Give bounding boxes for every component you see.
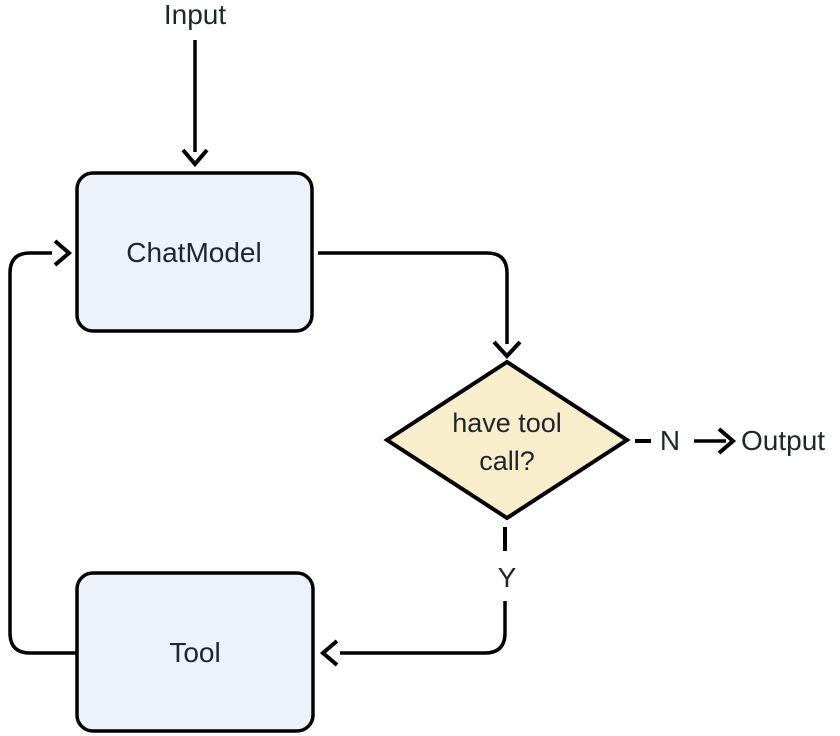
edge-tool-to-chatmodel bbox=[8, 251, 76, 655]
input-label: Input bbox=[164, 0, 226, 30]
decision-label-line2: call? bbox=[479, 446, 535, 476]
decision-label-line1: have tool bbox=[452, 408, 562, 438]
edge-yes-label: Y bbox=[498, 562, 517, 593]
tool-label: Tool bbox=[169, 637, 220, 668]
edge-no-label: N bbox=[660, 425, 680, 456]
tool-node bbox=[75, 571, 315, 733]
arrowhead-down-icon bbox=[492, 340, 522, 359]
arrowhead-right-icon bbox=[717, 427, 737, 455]
arrowhead-left-icon bbox=[319, 639, 339, 667]
edge-chatmodel-to-decision bbox=[318, 251, 509, 344]
arrowhead-down-icon bbox=[181, 148, 209, 168]
output-label: Output bbox=[741, 425, 825, 456]
edge-yes-to-tool bbox=[340, 601, 507, 655]
arrowhead-right-icon bbox=[53, 239, 73, 267]
chatmodel-label: ChatModel bbox=[126, 237, 261, 268]
decision-node bbox=[383, 359, 631, 521]
chatmodel-node bbox=[75, 171, 314, 333]
